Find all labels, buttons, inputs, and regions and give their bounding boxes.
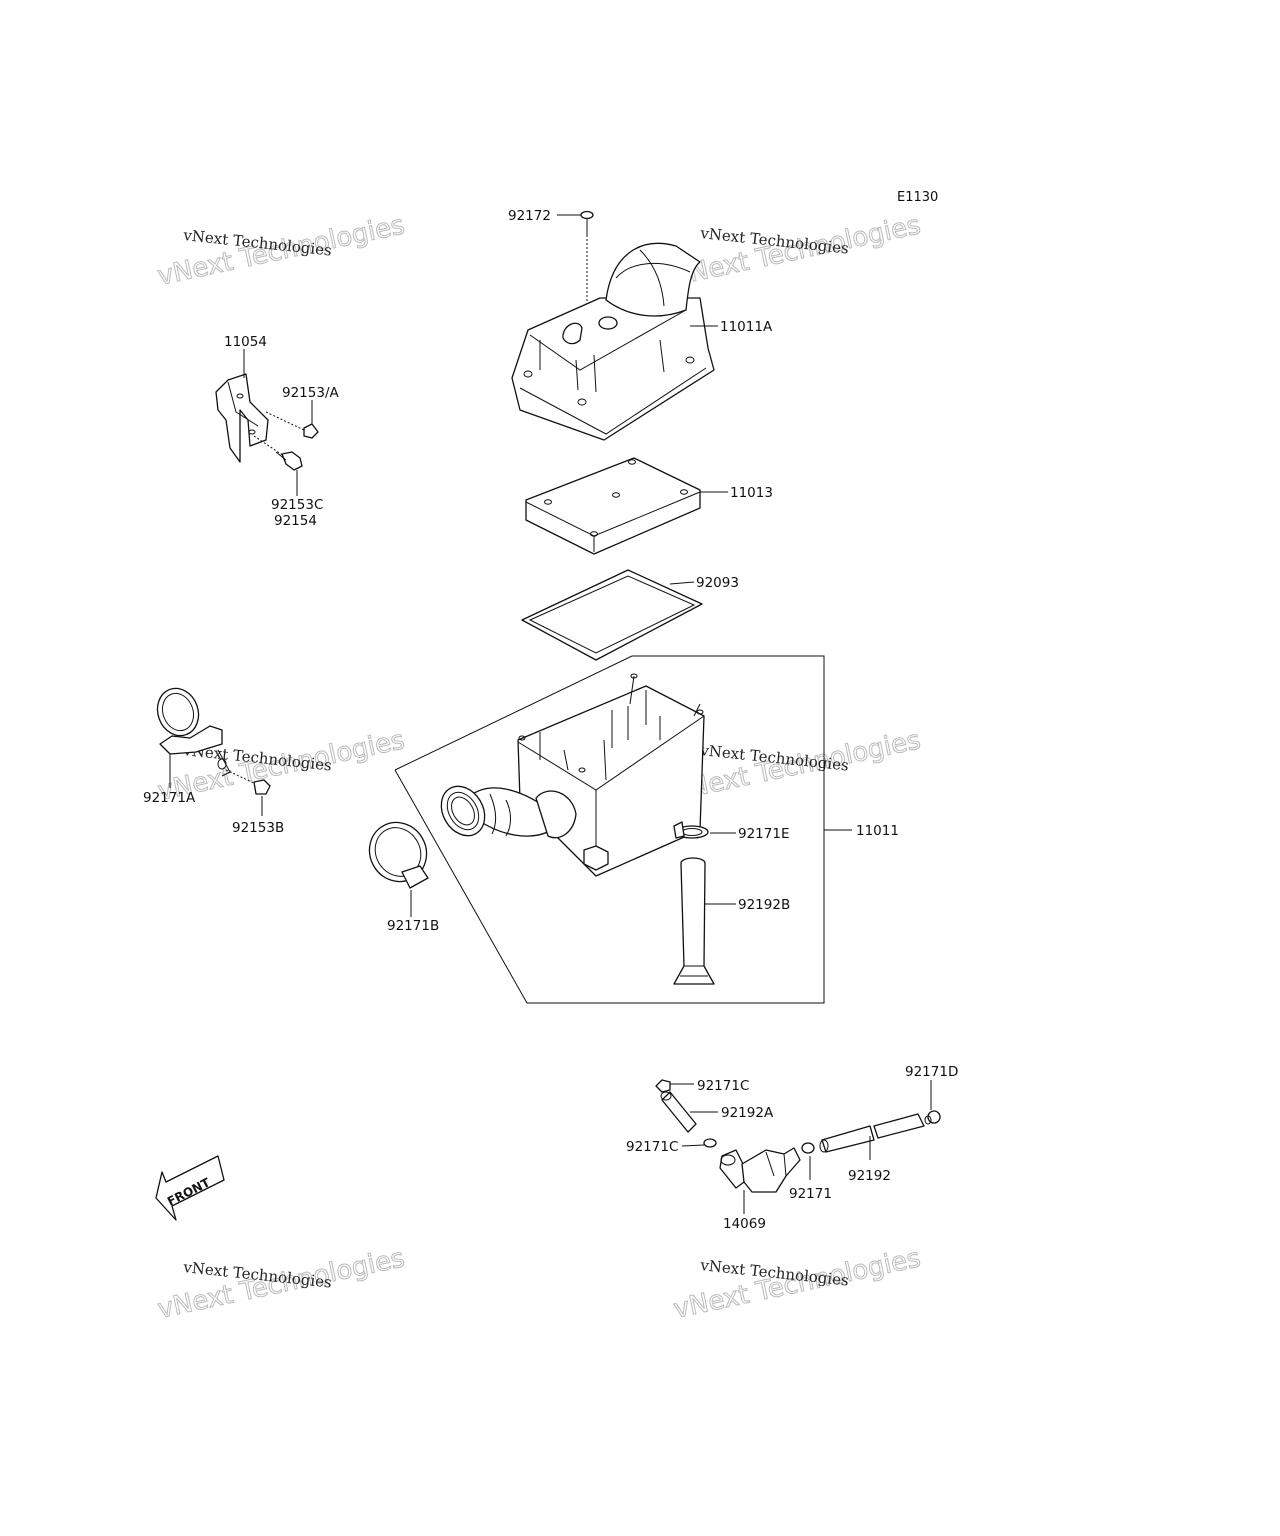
watermark-bottom-right: vNext Technologies vNext Technologies bbox=[671, 1243, 924, 1326]
label-92153B: 92153B bbox=[232, 820, 284, 836]
label-14069: 14069 bbox=[723, 1216, 766, 1232]
label-11054: 11054 bbox=[224, 334, 267, 350]
label-92192: 92192 bbox=[848, 1168, 891, 1184]
label-92093: 92093 bbox=[696, 575, 739, 591]
label-92153C: 92153C bbox=[271, 497, 323, 513]
watermark-bottom-left: vNext Technologies vNext Technologies bbox=[155, 1243, 408, 1326]
label-92171: 92171 bbox=[789, 1186, 832, 1202]
air-cleaner-case-11011[interactable] bbox=[433, 673, 705, 877]
label-92153A: 92153/A bbox=[282, 385, 339, 401]
hose-92192A[interactable] bbox=[660, 1091, 697, 1133]
hose-92192[interactable] bbox=[819, 1113, 925, 1153]
gasket-92093[interactable] bbox=[521, 569, 703, 661]
clip-92171C-bottom[interactable] bbox=[703, 1138, 717, 1148]
clamp-92171A[interactable] bbox=[151, 683, 231, 777]
watermark-top-left: vNext Technologies vNext Technologies bbox=[155, 210, 408, 293]
label-92171E: 92171E bbox=[738, 826, 789, 842]
bolt-92153C[interactable] bbox=[253, 435, 303, 471]
label-92171B: 92171B bbox=[387, 918, 439, 934]
bolt-92153A[interactable] bbox=[265, 411, 319, 439]
label-92192A: 92192A bbox=[721, 1105, 774, 1121]
label-11013: 11013 bbox=[730, 485, 773, 501]
label-92171C-top: 92171C bbox=[697, 1078, 749, 1094]
breather-14069[interactable] bbox=[719, 1147, 801, 1193]
label-92171D: 92171D bbox=[905, 1064, 958, 1080]
diagram-code: E1130 bbox=[897, 190, 938, 205]
clip-92171C-top[interactable] bbox=[655, 1079, 671, 1093]
watermark-top-right: vNext Technologies vNext Technologies bbox=[671, 210, 924, 293]
bracket-11054[interactable] bbox=[215, 373, 269, 463]
label-92171C-bottom: 92171C bbox=[626, 1139, 678, 1155]
clip-92171D[interactable] bbox=[924, 1110, 941, 1125]
front-arrow-icon: FRONT bbox=[155, 1155, 225, 1221]
element-11013[interactable] bbox=[525, 457, 701, 555]
label-92154: 92154 bbox=[274, 513, 317, 529]
clamp-92171E[interactable] bbox=[673, 821, 709, 839]
label-92172: 92172 bbox=[508, 208, 551, 224]
clip-92171[interactable] bbox=[801, 1142, 815, 1154]
drain-tube-92192B[interactable] bbox=[673, 857, 715, 985]
watermark-mid-right: vNext Technologies vNext Technologies bbox=[671, 725, 924, 808]
air-cleaner-cover-11011A[interactable] bbox=[511, 242, 715, 441]
label-92192B: 92192B bbox=[738, 897, 790, 913]
label-92171A: 92171A bbox=[143, 790, 196, 806]
bolt-92153B[interactable] bbox=[225, 769, 271, 795]
label-11011: 11011 bbox=[856, 823, 899, 839]
clamp-92171B[interactable] bbox=[359, 812, 437, 892]
label-11011A: 11011A bbox=[720, 319, 773, 335]
